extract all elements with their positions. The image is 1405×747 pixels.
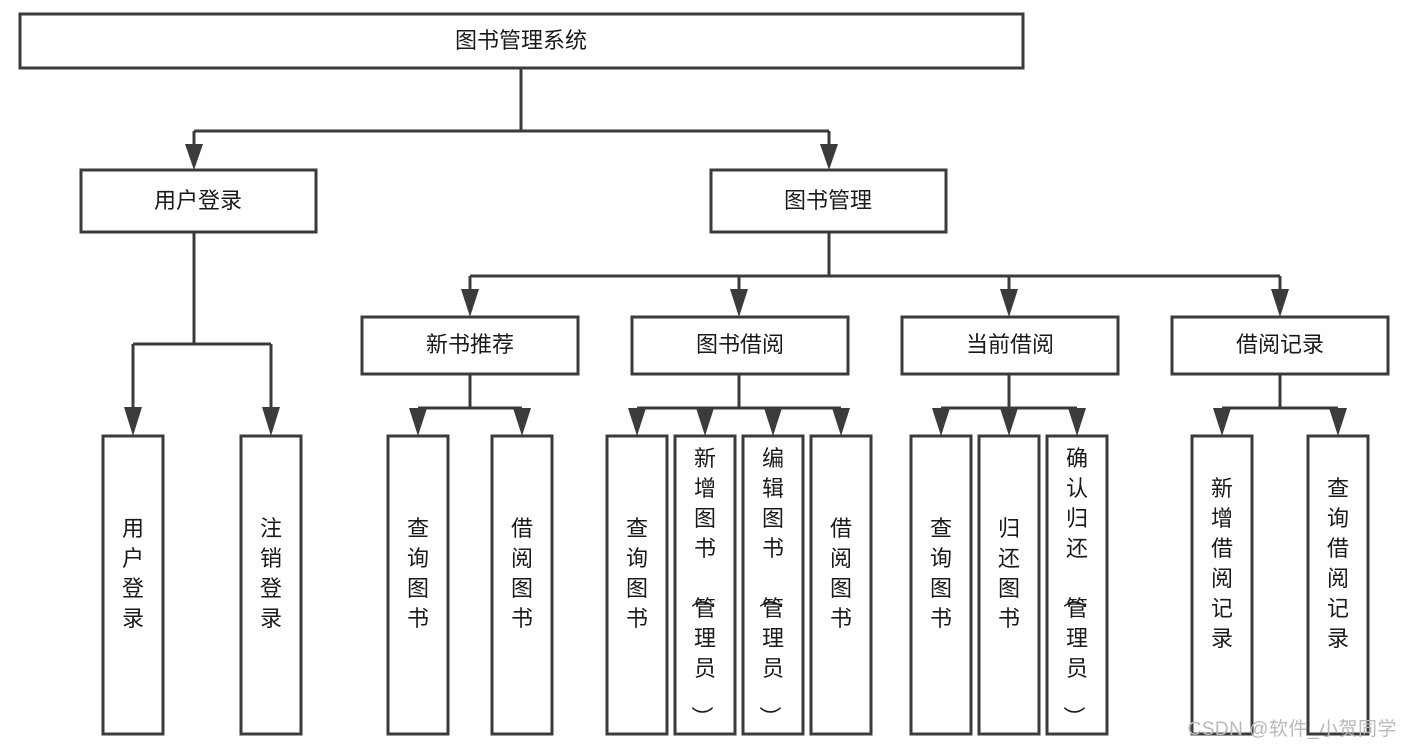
node-root-label: 图书管理系统 — [455, 28, 587, 53]
node-new-book-recommend[interactable]: 新书推荐 — [360, 315, 580, 376]
leaf-current-return-book-box[interactable] — [977, 434, 1041, 736]
node-book-borrow-label: 图书借阅 — [696, 332, 784, 357]
leaf-borrow-query-book-label: 查询图书 — [626, 516, 648, 631]
node-user-login-label: 用户登录 — [154, 188, 242, 213]
leaf-user-login-label: 用户登录 — [122, 516, 144, 631]
arrowhead-new-leaf2 — [513, 408, 531, 436]
leaf-current-confirm-return-box[interactable] — [1045, 434, 1109, 736]
node-new-book-recommend-box[interactable] — [360, 315, 580, 376]
connector-layer — [124, 68, 1347, 436]
leaf-node[interactable]: 注销登录 — [239, 434, 303, 736]
leaf-node[interactable]: 查询图书 — [605, 434, 669, 736]
node-root[interactable]: 图书管理系统 — [18, 12, 1025, 70]
leaf-record-query-box[interactable] — [1306, 434, 1370, 736]
arrowhead-user-leaf1 — [124, 407, 142, 436]
leaf-record-add-box[interactable] — [1190, 434, 1254, 736]
leaf-node[interactable]: 新增图书（管理员） — [673, 434, 737, 736]
leaf-borrow-add-book-label: 新增图书（管理员） — [689, 446, 716, 728]
leaf-borrow-query-book-box[interactable] — [605, 434, 669, 736]
arrowhead-root-to-book — [820, 144, 838, 170]
arrowhead-borrow-leaf1 — [628, 408, 646, 436]
arrowhead-book-to-current — [1000, 289, 1018, 317]
leaf-current-return-book-label: 归还图书 — [998, 516, 1020, 631]
node-current-borrow-box[interactable] — [900, 315, 1120, 376]
node-borrow-record-box[interactable] — [1170, 315, 1390, 376]
arrowhead-user-leaf2 — [262, 407, 280, 436]
node-new-book-recommend-label: 新书推荐 — [426, 332, 514, 357]
leaf-record-add-label: 新增借阅记录 — [1211, 476, 1233, 651]
leaf-user-logout-label: 注销登录 — [260, 516, 282, 631]
leaf-record-query-label: 查询借阅记录 — [1327, 476, 1349, 651]
node-root-box[interactable] — [18, 12, 1025, 70]
leaf-node[interactable]: 借阅图书 — [809, 434, 873, 736]
arrowhead-borrow-leaf3 — [764, 408, 782, 436]
leaf-borrow-add-book-box[interactable] — [673, 434, 737, 736]
leaf-user-login-box[interactable] — [101, 434, 165, 736]
node-book-management[interactable]: 图书管理 — [709, 168, 948, 234]
arrowhead-current-leaf2 — [1000, 408, 1018, 436]
arrowhead-current-leaf3 — [1068, 408, 1086, 436]
leaf-new-query-book-box[interactable] — [386, 434, 450, 736]
arrowhead-borrow-leaf2 — [696, 408, 714, 436]
leaf-new-borrow-book-label: 借阅图书 — [511, 516, 533, 631]
leaf-borrow-borrow-book-box[interactable] — [809, 434, 873, 736]
leaf-node[interactable]: 借阅图书 — [490, 434, 554, 736]
node-book-management-box[interactable] — [709, 168, 948, 234]
node-borrow-record-label: 借阅记录 — [1236, 332, 1324, 357]
leaf-user-logout-box[interactable] — [239, 434, 303, 736]
leaf-node[interactable]: 新增借阅记录 — [1190, 434, 1254, 736]
leaf-borrow-edit-book-box[interactable] — [741, 434, 805, 736]
leaf-current-confirm-return-label: 确认归还（管理员） — [1061, 446, 1088, 728]
arrowhead-root-to-user — [185, 144, 203, 170]
arrowhead-current-leaf1 — [932, 408, 950, 436]
arrowhead-book-to-record — [1271, 289, 1289, 317]
leaf-node[interactable]: 归还图书 — [977, 434, 1041, 736]
node-borrow-record[interactable]: 借阅记录 — [1170, 315, 1390, 376]
leaf-node[interactable]: 确认归还（管理员） — [1045, 434, 1109, 736]
arrowhead-book-to-borrow — [730, 289, 748, 317]
leaf-node[interactable]: 用户登录 — [101, 434, 165, 736]
arrowhead-book-to-new — [461, 289, 479, 317]
arrowhead-record-leaf2 — [1329, 408, 1347, 436]
arrowhead-record-leaf1 — [1213, 408, 1231, 436]
leaf-node[interactable]: 查询图书 — [909, 434, 973, 736]
arrowhead-new-leaf1 — [409, 408, 427, 436]
leaf-current-query-book-label: 查询图书 — [930, 516, 952, 631]
leaf-borrow-edit-book-label: 编辑图书（管理员） — [757, 446, 784, 728]
leaf-node[interactable]: 查询图书 — [386, 434, 450, 736]
node-book-management-label: 图书管理 — [784, 188, 872, 213]
leaf-current-query-book-box[interactable] — [909, 434, 973, 736]
leaf-borrow-borrow-book-label: 借阅图书 — [830, 516, 852, 631]
leaf-new-query-book-label: 查询图书 — [407, 516, 429, 631]
leaf-new-borrow-book-box[interactable] — [490, 434, 554, 736]
arrowhead-borrow-leaf4 — [832, 408, 850, 436]
node-user-login-box[interactable] — [79, 168, 318, 234]
node-current-borrow[interactable]: 当前借阅 — [900, 315, 1120, 376]
node-book-borrow-box[interactable] — [630, 315, 850, 376]
leaf-node[interactable]: 查询借阅记录 — [1306, 434, 1370, 736]
node-user-login[interactable]: 用户登录 — [79, 168, 318, 234]
leaf-node[interactable]: 编辑图书（管理员） — [741, 434, 805, 736]
node-current-borrow-label: 当前借阅 — [966, 332, 1054, 357]
node-book-borrow[interactable]: 图书借阅 — [630, 315, 850, 376]
